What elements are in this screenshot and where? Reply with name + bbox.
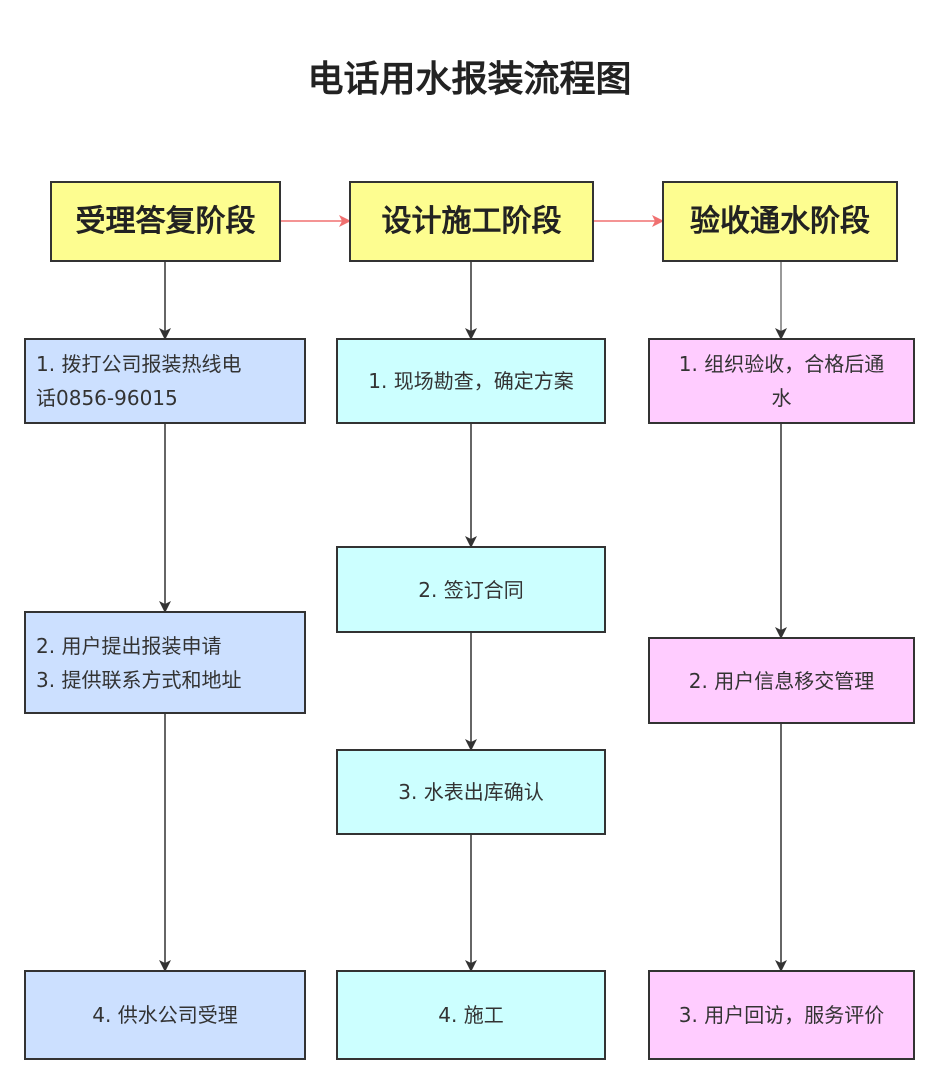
stage-header-acceptance-water: 验收通水阶段	[662, 181, 898, 262]
page-title: 电话用水报装流程图	[307, 59, 632, 100]
step-box-c2-1: 1. 现场勘查，确定方案	[336, 338, 606, 424]
step-box-c3-3: 3. 用户回访，服务评价	[648, 970, 915, 1060]
step-box-c1-2: 2. 用户提出报装申请 3. 提供联系方式和地址	[24, 611, 306, 714]
stage-header-design-construction: 设计施工阶段	[349, 181, 594, 262]
step-box-c2-4: 4. 施工	[336, 970, 606, 1060]
stage-header-acceptance: 受理答复阶段	[50, 181, 281, 262]
step-box-c3-2: 2. 用户信息移交管理	[648, 637, 915, 724]
step-box-c3-1: 1. 组织验收，合格后通 水	[648, 338, 915, 424]
step-box-c2-2: 2. 签订合同	[336, 546, 606, 633]
step-box-c1-3: 4. 供水公司受理	[24, 970, 306, 1060]
step-box-c1-1: 1. 拨打公司报装热线电 话0856-96015	[24, 338, 306, 424]
step-box-c2-3: 3. 水表出库确认	[336, 749, 606, 835]
